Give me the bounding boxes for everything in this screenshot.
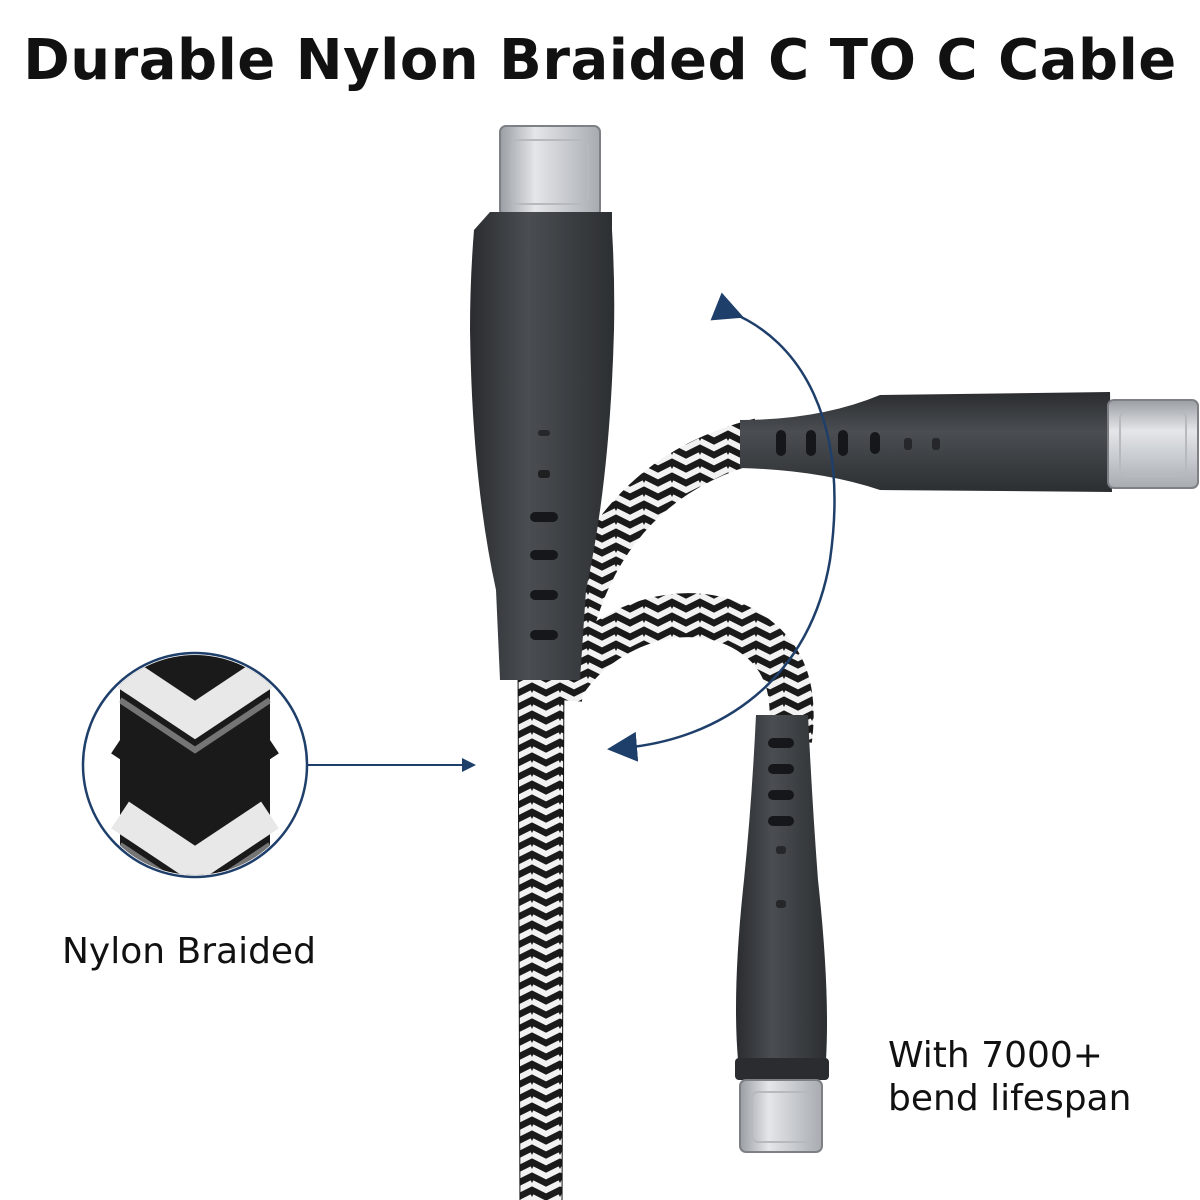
top-connector-housing (470, 212, 615, 680)
bend-lifespan-line-2: bend lifespan (888, 1078, 1132, 1120)
pointer-arrow-icon (462, 758, 476, 772)
zoom-ring (81, 651, 309, 879)
right-connector-housing (740, 392, 1112, 492)
top-usb-c-connector (470, 125, 615, 680)
right-metal-plug (1107, 399, 1199, 489)
main-cable (517, 659, 565, 1200)
page-title: Durable Nylon Braided C TO C Cable (23, 28, 1177, 93)
bottom-metal-plug (739, 1079, 823, 1153)
braid-zoom-circle (81, 651, 476, 879)
arrow-icon (607, 292, 836, 762)
bend-lifespan-line-1: With 7000+ (888, 1035, 1103, 1076)
nylon-braided-label: Nylon Braided (62, 931, 316, 972)
bend-lifespan-label: With 7000+ bend lifespan (888, 1034, 1131, 1120)
bottom-connector-housing (736, 715, 827, 1060)
right-usb-c-connector (740, 392, 1199, 492)
bottom-usb-c-connector (735, 715, 829, 1153)
bend-arc-arrow (607, 292, 836, 762)
